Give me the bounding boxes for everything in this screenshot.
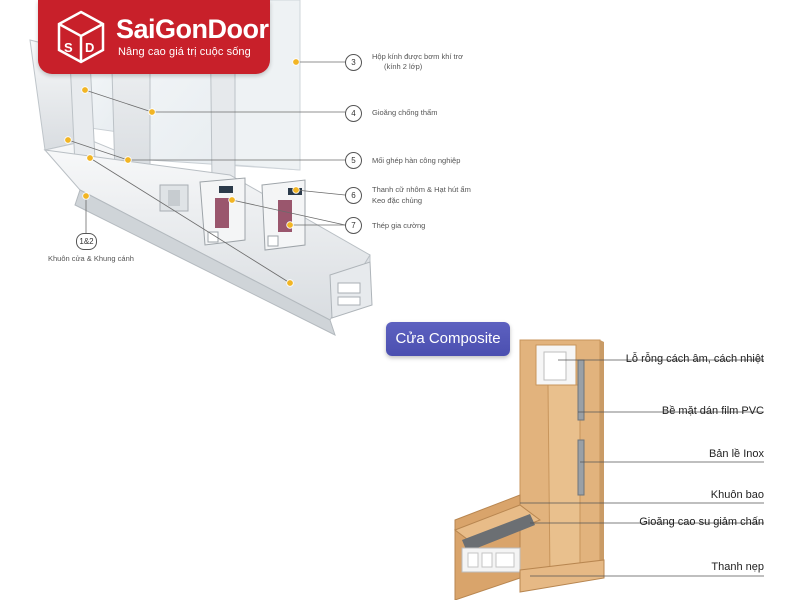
callout-number: 5 xyxy=(345,152,362,169)
svg-text:D: D xyxy=(85,40,94,55)
label-frame: Khuôn bao xyxy=(710,489,764,501)
label-trim: Thanh nẹp xyxy=(711,561,764,573)
callout-text: (kính 2 lớp) xyxy=(384,62,423,71)
callout-text: Hộp kính được bơm khí trơ xyxy=(372,52,464,61)
label-hinge: Bản lề Inox xyxy=(708,448,764,460)
callout-text: Keo đặc chủng xyxy=(372,196,423,205)
callout-text: Khuôn cửa & Khung cánh xyxy=(48,254,134,263)
logo-tagline: Nâng cao giá trị cuộc sống xyxy=(118,46,251,58)
label-gasket: Gioăng cao su giảm chấn xyxy=(639,516,764,528)
callout-text: Gioăng chống thấm xyxy=(372,108,438,117)
callout-text: Thanh cữ nhôm & Hạt hút ẩm xyxy=(372,185,471,194)
callout-number: 1&2 xyxy=(76,233,97,250)
callout-text: Mối ghép hàn công nghiệp xyxy=(372,156,461,165)
callout-number: 6 xyxy=(345,187,362,204)
callout-number: 3 xyxy=(345,54,362,71)
logo-name: SaiGonDoor xyxy=(116,14,269,44)
label-pvc-film: Bề mặt dán film PVC xyxy=(661,405,764,417)
svg-text:S: S xyxy=(64,40,73,55)
callout-number: 4 xyxy=(345,105,362,122)
callout-number: 7 xyxy=(345,217,362,234)
logo-cube-icon: S D xyxy=(57,10,105,64)
label-hollow-core: Lỗ rỗng cách âm, cách nhiệt xyxy=(625,353,764,365)
composite-badge: Cửa Composite xyxy=(386,322,510,356)
saigondoor-logo: S D SaiGonDoor Nâng cao giá trị cuộc sốn… xyxy=(38,0,270,74)
callout-text: Thép gia cường xyxy=(372,221,426,230)
